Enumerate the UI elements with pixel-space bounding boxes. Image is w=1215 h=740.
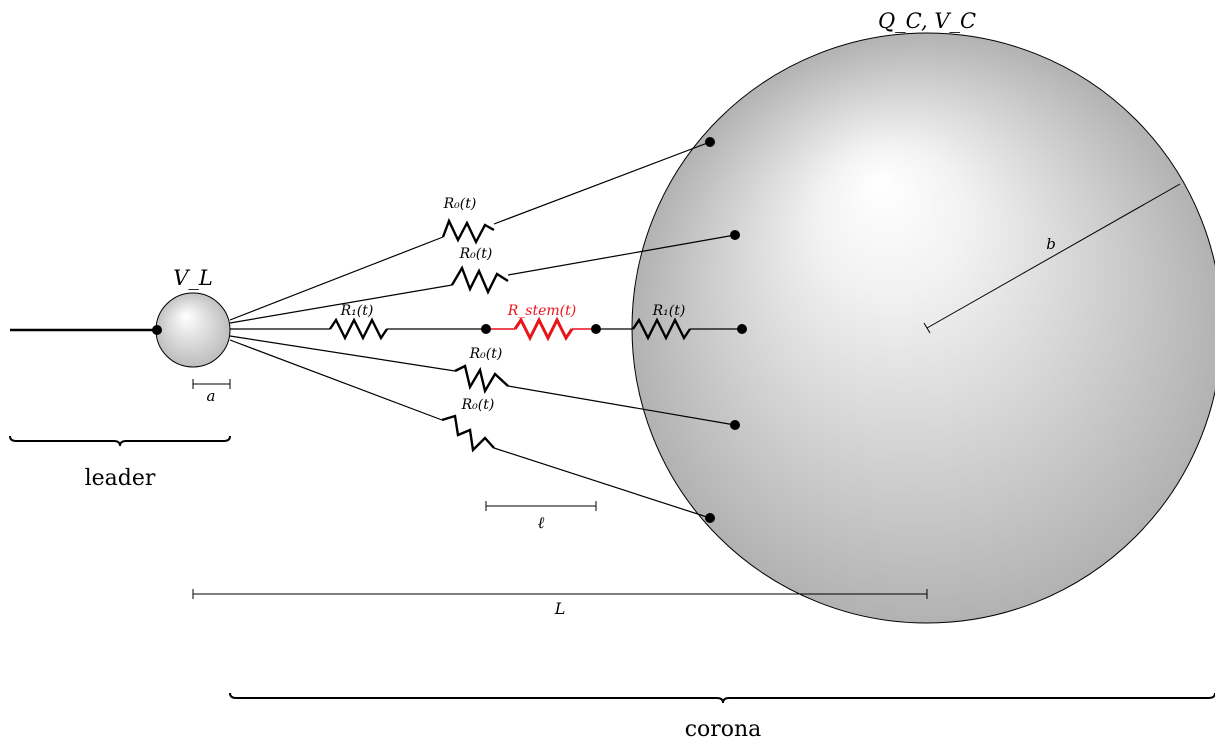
leader-brace <box>9 435 231 447</box>
resistor-label-r0-lower-outer: R₀(t) <box>461 397 495 413</box>
node-lower-outer <box>705 513 715 523</box>
node-stem-end <box>591 324 601 334</box>
corona-sphere <box>631 32 1215 624</box>
resistor-label-r0-lower-inner: R₀(t) <box>469 346 503 362</box>
corona-brace <box>229 692 1215 704</box>
resistor-label-r0-upper-outer: R₀(t) <box>443 196 477 212</box>
dimension-L <box>192 589 928 599</box>
radius-b-line <box>926 183 1181 329</box>
node-center <box>737 324 747 334</box>
branch-lower-outer <box>229 339 711 519</box>
node-leader <box>152 325 162 335</box>
node-lower-inner <box>730 420 740 430</box>
distance-L-label: L <box>554 599 566 618</box>
dimension-stem-length <box>485 501 597 511</box>
resistor-label-r-stem: R_stem(t) <box>507 303 576 319</box>
stem-length-label: ℓ <box>538 513 545 532</box>
leader-label: leader <box>85 466 156 491</box>
branch-upper-inner <box>229 234 736 324</box>
node-upper-inner <box>730 230 740 240</box>
radius-b-tick <box>923 322 931 334</box>
radius-a-label: a <box>207 387 216 405</box>
branch-upper-outer <box>229 141 711 321</box>
resistor-label-r1-left: R₁(t) <box>340 303 374 319</box>
dimension-a <box>192 379 231 389</box>
leader-voltage-label: V_L <box>173 266 213 290</box>
branch-center <box>230 317 742 341</box>
corona-charge-voltage-label: Q_C, V_C <box>878 9 976 33</box>
leader-sphere <box>155 292 231 368</box>
radius-b-label: b <box>1046 235 1056 253</box>
resistor-label-r1-right: R₁(t) <box>652 303 686 319</box>
branch-lower-inner <box>229 335 736 426</box>
resistor-label-r0-upper-inner: R₀(t) <box>459 246 493 262</box>
stem-resistor <box>486 316 596 342</box>
node-stem-start <box>481 324 491 334</box>
node-upper-outer <box>705 137 715 147</box>
nodes <box>152 137 747 523</box>
corona-label: corona <box>685 717 762 740</box>
